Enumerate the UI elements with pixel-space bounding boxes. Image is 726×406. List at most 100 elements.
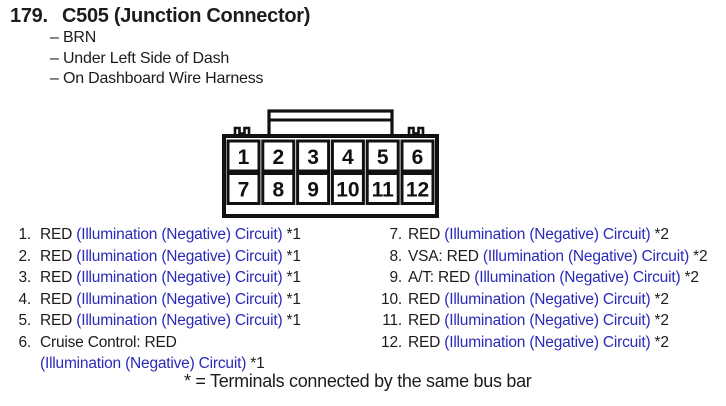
pin-entry-number: 4. xyxy=(18,290,31,308)
pin-entry-text: A/T: RED (Illumination (Negative) Circui… xyxy=(408,267,699,289)
pin-cell xyxy=(261,139,296,173)
pin-entry-11: 11. RED (Illumination (Negative) Circuit… xyxy=(374,310,707,332)
pin-entry-number: 11. xyxy=(382,312,402,329)
pin-number: 6 xyxy=(412,146,424,169)
pin-entry-3: 3. RED (Illumination (Negative) Circuit)… xyxy=(13,267,301,289)
pin-entry-12: 12. RED (Illumination (Negative) Circuit… xyxy=(374,332,707,354)
pin-entry-number: 7. xyxy=(389,226,402,243)
pin-cell xyxy=(296,172,331,205)
busbar-ref: *1 xyxy=(286,290,301,308)
pin-entry-text: VSA: RED (Illumination (Negative) Circui… xyxy=(408,246,708,268)
pin-entry-number: 12. xyxy=(381,333,402,351)
busbar-ref: *1 xyxy=(286,312,301,329)
detail-line-location: – Under Left Side of Dash xyxy=(50,49,230,67)
wire-color: RED xyxy=(40,290,73,308)
pin-entry-10: 10. RED (Illumination (Negative) Circuit… xyxy=(374,289,707,311)
pin-list-left: 1. RED (Illumination (Negative) Circuit)… xyxy=(13,224,301,375)
circuit-name: (Illumination (Negative) Circuit) xyxy=(474,269,681,286)
circuit-name: (Illumination (Negative) Circuit) xyxy=(444,312,651,329)
pin-entry-text: RED (Illumination (Negative) Circuit) *2 xyxy=(408,310,669,332)
wire-color: RED xyxy=(408,333,441,351)
circuit-name: (Illumination (Negative) Circuit) xyxy=(76,312,283,329)
wire-color: VSA: RED xyxy=(408,247,479,265)
wire-color: RED xyxy=(40,226,73,243)
circuit-name: (Illumination (Negative) Circuit) xyxy=(76,269,283,286)
pin-entry-number: 2. xyxy=(18,247,31,265)
connector-details: – BRN – Under Left Side of Dash – On Das… xyxy=(50,28,264,90)
pin-entry-9: 9. A/T: RED (Illumination (Negative) Cir… xyxy=(374,267,707,289)
busbar-ref: *1 xyxy=(286,269,301,286)
pin-number: 3 xyxy=(307,146,319,169)
item-number: 179. xyxy=(10,5,48,27)
pin-cells xyxy=(226,139,435,205)
busbar-ref: *1 xyxy=(286,226,301,243)
pin-entry-text: RED (Illumination (Negative) Circuit) *2 xyxy=(408,224,669,246)
pin-entry-number: 3. xyxy=(18,269,31,286)
busbar-ref: *2 xyxy=(693,247,708,265)
pin-entry-text: Cruise Control: RED(Illumination (Negati… xyxy=(40,332,265,375)
pin-cell xyxy=(400,139,435,173)
pin-number: 10 xyxy=(336,179,359,202)
pin-cell xyxy=(365,172,400,205)
connector-diagram: 1 2 3 4 5 6 7 8 9 10 11 12 xyxy=(222,109,439,218)
pin-numbers: 1 2 3 4 5 6 7 8 9 10 11 12 xyxy=(238,146,430,202)
busbar-footnote: * = Terminals connected by the same bus … xyxy=(184,371,532,391)
busbar-ref: *1 xyxy=(286,247,301,265)
pin-entry-2: 2. RED (Illumination (Negative) Circuit)… xyxy=(13,246,301,268)
pin-number: 7 xyxy=(238,179,250,202)
circuit-name: (Illumination (Negative) Circuit) xyxy=(76,226,283,243)
pin-cell xyxy=(296,139,331,173)
busbar-ref: *2 xyxy=(684,269,699,286)
pin-entry-text: RED (Illumination (Negative) Circuit) *1 xyxy=(40,267,301,289)
busbar-ref: *1 xyxy=(250,355,265,372)
pin-entry-number: 9. xyxy=(389,269,402,286)
pin-cell xyxy=(226,172,261,205)
circuit-name: (Illumination (Negative) Circuit) xyxy=(444,226,651,243)
pin-cell xyxy=(226,139,261,173)
circuit-name: (Illumination (Negative) Circuit) xyxy=(76,290,283,308)
circuit-name: (Illumination (Negative) Circuit) xyxy=(444,290,651,308)
pin-entry-5: 5. RED (Illumination (Negative) Circuit)… xyxy=(13,310,301,332)
pin-entry-number: 1. xyxy=(18,226,31,243)
pin-cell xyxy=(330,172,365,205)
wire-color: RED xyxy=(408,290,441,308)
pin-cell xyxy=(400,172,435,205)
connector-latch xyxy=(267,109,394,139)
wire-color: RED xyxy=(40,269,73,286)
pin-entry-number: 5. xyxy=(18,312,31,329)
pin-entry-1: 1. RED (Illumination (Negative) Circuit)… xyxy=(13,224,301,246)
pin-entry-8: 8. VSA: RED (Illumination (Negative) Cir… xyxy=(374,246,707,268)
pin-entry-text: RED (Illumination (Negative) Circuit) *2 xyxy=(408,289,669,311)
pin-entry-text: RED (Illumination (Negative) Circuit) *1 xyxy=(40,246,301,268)
busbar-ref: *2 xyxy=(654,226,669,243)
detail-line-harness: – On Dashboard Wire Harness xyxy=(50,70,264,88)
busbar-ref: *2 xyxy=(654,312,669,329)
wire-color: Cruise Control: RED xyxy=(40,333,177,351)
pin-entry-7: 7. RED (Illumination (Negative) Circuit)… xyxy=(374,224,707,246)
pin-number: 5 xyxy=(377,146,389,169)
pin-entry-text: RED (Illumination (Negative) Circuit) *1 xyxy=(40,310,301,332)
pin-number: 4 xyxy=(342,146,354,169)
page-title: C505 (Junction Connector) xyxy=(62,5,311,27)
circuit-name: (Illumination (Negative) Circuit) xyxy=(76,247,283,265)
wire-color: RED xyxy=(40,247,73,265)
busbar-ref: *2 xyxy=(654,290,669,308)
detail-line-color: – BRN xyxy=(50,29,97,46)
pin-number: 9 xyxy=(307,179,319,202)
pin-entry-text: RED (Illumination (Negative) Circuit) *1 xyxy=(40,289,301,311)
wire-color: A/T: RED xyxy=(408,269,471,286)
pin-entry-number: 6. xyxy=(18,333,31,351)
pin-cell xyxy=(365,139,400,173)
pin-cell xyxy=(261,172,296,205)
wire-color: RED xyxy=(408,312,441,329)
circuit-name: (Illumination (Negative) Circuit) xyxy=(482,247,690,265)
wire-color: RED xyxy=(408,226,441,243)
busbar-ref: *2 xyxy=(654,333,669,351)
wire-color: RED xyxy=(40,312,73,329)
pin-number: 1 xyxy=(238,146,250,169)
pin-entry-number: 8. xyxy=(389,247,402,265)
pin-number: 8 xyxy=(272,179,284,202)
pin-number: 2 xyxy=(272,146,284,169)
pin-number: 11 xyxy=(372,179,395,202)
